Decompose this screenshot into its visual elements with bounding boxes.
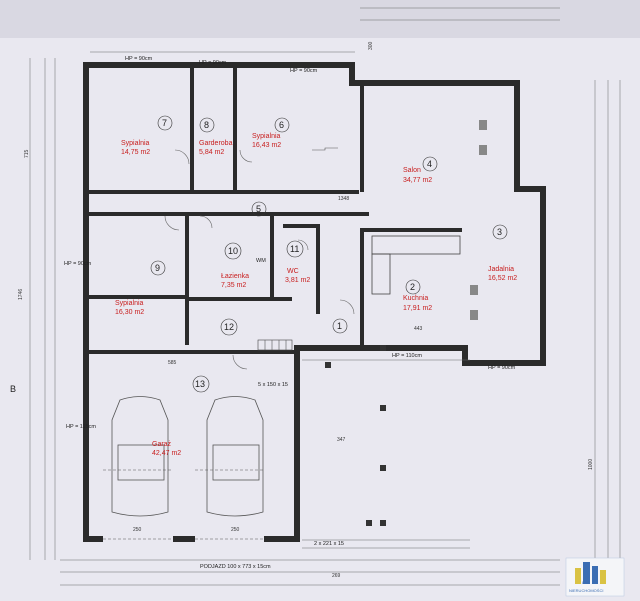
room-10-area: 7,35 m2	[221, 282, 246, 289]
dim-300: 300	[368, 41, 374, 50]
hp-note-right-bottom: HP = 90cm	[488, 365, 516, 371]
room-6-name: Sypialnia	[252, 133, 281, 140]
room-3-area: 16,52 m2	[488, 275, 517, 282]
logo-line2: NIERUCHOMOŚCI	[569, 588, 603, 593]
inner-walls	[89, 68, 462, 354]
hp-note-left-mid: HP = 90cm	[64, 261, 92, 267]
garage-doors	[103, 469, 264, 540]
car-right	[206, 396, 264, 517]
kitchen-island	[371, 253, 391, 295]
living-columns	[470, 120, 487, 320]
room-4-number: 4	[427, 159, 432, 169]
room-7-area: 14,75 m2	[121, 149, 150, 156]
car-left	[111, 396, 169, 517]
dim-250-left: 250	[133, 527, 142, 533]
room-7-name: Sypialnia	[121, 140, 150, 147]
room-12-number: 12	[224, 322, 234, 332]
room-7-number: 7	[162, 118, 167, 128]
dim-347: 347	[337, 437, 346, 443]
dim-585: 585	[168, 360, 177, 366]
company-logo: LSM NIERUCHOMOŚCI	[565, 557, 625, 597]
room-11-number: 11	[290, 244, 299, 254]
driveway-grid	[302, 345, 470, 549]
annotations: HP = 90cm HP = 90cm HP = 90cm HP = 90cm …	[10, 41, 594, 579]
room-2-area: 17,91 m2	[403, 305, 432, 312]
kitchen-counter	[371, 235, 461, 255]
room-9-name: Sypialnia	[115, 300, 144, 307]
dimension-lines	[29, 7, 621, 586]
room-13-name: Garaż	[152, 441, 172, 448]
dim-443: 443	[414, 326, 423, 332]
stairs-note: 5 x 150 x 15	[258, 382, 288, 388]
room-8-name: Garderoba	[199, 140, 233, 147]
hp-note-garage: HP = 115cm	[66, 424, 96, 430]
dim-250-right: 250	[231, 527, 240, 533]
room-6-number: 6	[279, 120, 284, 130]
hp-note-top-mid: HP = 90cm	[199, 60, 227, 66]
room-11-name: WC	[287, 268, 299, 275]
room-8-area: 5,84 m2	[199, 149, 224, 156]
dim-269: 269	[332, 573, 341, 579]
room-10-number: 10	[228, 246, 238, 256]
room-11-area: 3,81 m2	[285, 277, 310, 284]
room-10-name: Łazienka	[221, 273, 249, 280]
room-5-number: 5	[256, 204, 261, 214]
room-4-area: 34,77 m2	[403, 177, 432, 184]
dim-1000: 1000	[588, 459, 594, 470]
stairs	[257, 339, 293, 351]
room-2-number: 2	[410, 282, 415, 292]
room-9-area: 16,30 m2	[115, 309, 144, 316]
room-number-circles	[150, 115, 508, 393]
logo-line1: LSM	[582, 580, 590, 585]
room-8-number: 8	[204, 120, 209, 130]
hp-note-top-left: HP = 90cm	[125, 56, 153, 62]
room-9-number: 9	[155, 263, 160, 273]
dim-1348: 1348	[338, 196, 349, 202]
dim-1746: 1746	[18, 289, 24, 300]
room-labels: 7 Sypialnia 14,75 m2 8 Garderoba 5,84 m2…	[115, 118, 517, 457]
room-4-name: Salon	[403, 167, 421, 174]
room-13-number: 13	[195, 379, 205, 389]
room-6-area: 16,43 m2	[252, 142, 281, 149]
top-shadow	[0, 0, 640, 38]
room-1-number: 1	[337, 321, 342, 331]
wm-note: WM	[256, 258, 266, 264]
section-mark: B	[10, 384, 16, 394]
hp-note-top-right: HP = 90cm	[290, 68, 318, 74]
door-swings	[164, 149, 355, 370]
fireplace-mark	[312, 147, 338, 151]
room-3-number: 3	[497, 227, 502, 237]
room-13-area: 42,47 m2	[152, 450, 181, 457]
hp-note-right: HP = 110cm	[392, 353, 422, 359]
room-3-name: Jadalnia	[488, 266, 514, 273]
steps-note: 2 x 221 x 15	[314, 541, 344, 547]
room-2-name: Kuchnia	[403, 295, 428, 302]
dim-715: 715	[24, 149, 30, 158]
driveway-note: PODJAZD 100 x 773 x 15cm	[200, 564, 271, 570]
